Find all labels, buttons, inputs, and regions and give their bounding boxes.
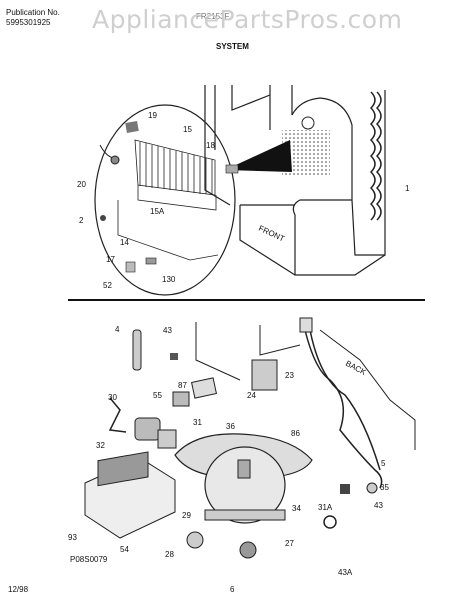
label-17: 17 <box>106 255 115 264</box>
label-31a: 31A <box>318 503 333 512</box>
label-30: 30 <box>108 393 117 402</box>
cabinet-outline <box>204 85 386 276</box>
label-1: 1 <box>405 184 410 193</box>
label-36: 36 <box>226 422 235 431</box>
label-87: 87 <box>178 381 187 390</box>
label-27: 27 <box>285 539 294 548</box>
label-130: 130 <box>162 275 176 284</box>
label-31: 31 <box>193 418 202 427</box>
label-28: 28 <box>165 550 174 559</box>
label-86: 86 <box>291 429 300 438</box>
label-18: 18 <box>206 141 215 150</box>
label-14: 14 <box>120 238 129 247</box>
label-20: 20 <box>77 180 86 189</box>
back-text: BACK <box>344 359 368 377</box>
condenser-coil <box>369 91 382 221</box>
detail-circle <box>94 104 236 296</box>
label-15a: 15A <box>150 207 165 216</box>
page-number: 6 <box>230 585 235 594</box>
label-23: 23 <box>285 371 294 380</box>
front-text: FRONT <box>257 224 286 244</box>
grille <box>117 139 219 261</box>
label-43-right: 43 <box>374 501 383 510</box>
publication-number: 5995301925 <box>6 18 51 27</box>
figure-code: P08S0079 <box>70 555 108 564</box>
callout-wedge <box>225 140 292 172</box>
watermark: AppliancePartsPros.com <box>92 5 403 34</box>
label-19: 19 <box>148 111 157 120</box>
compressor <box>204 446 286 524</box>
label-2: 2 <box>79 216 84 225</box>
label-93: 93 <box>68 533 77 542</box>
label-52: 52 <box>103 281 112 290</box>
label-54: 54 <box>120 545 129 554</box>
label-24: 24 <box>247 391 256 400</box>
footer-date: 12/98 <box>8 585 29 594</box>
publication-label: Publication No. <box>6 8 60 17</box>
model-number: FR2153F <box>196 12 230 21</box>
cabinet-back <box>195 322 416 450</box>
label-35: 35 <box>380 483 389 492</box>
label-43a: 43A <box>338 568 353 577</box>
drier-tube <box>132 329 142 371</box>
label-5: 5 <box>381 459 386 468</box>
label-34: 34 <box>292 504 301 513</box>
label-43-top: 43 <box>163 326 172 335</box>
label-32: 32 <box>96 441 105 450</box>
label-15: 15 <box>183 125 192 134</box>
label-55: 55 <box>153 391 162 400</box>
section-title: SYSTEM <box>216 42 249 51</box>
label-29: 29 <box>182 511 191 520</box>
label-4: 4 <box>115 325 120 334</box>
